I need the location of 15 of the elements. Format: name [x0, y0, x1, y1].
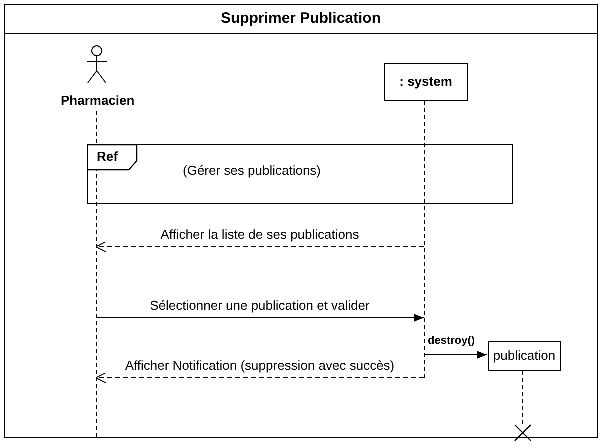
message-label: Afficher la liste de ses publications: [160, 227, 360, 242]
message-arrow: [96, 372, 424, 384]
message-label: destroy(): [428, 335, 476, 347]
fragment-text: (Gérer ses publications): [183, 163, 321, 178]
message-arrow: [424, 351, 488, 359]
actor-name: Pharmacien: [61, 93, 133, 108]
fragment-label: Ref: [97, 149, 118, 164]
frame-title: Supprimer Publication: [5, 5, 597, 34]
message-label: Afficher Notification (suppression avec succès): [124, 358, 396, 373]
message-arrow: [96, 314, 424, 322]
message-label: Sélectionner une publication et valider: [149, 298, 371, 313]
message-arrow: [96, 242, 424, 252]
participant-box: publication: [488, 341, 561, 371]
ref-fragment: [87, 144, 513, 204]
participant-box: : system: [384, 63, 468, 101]
